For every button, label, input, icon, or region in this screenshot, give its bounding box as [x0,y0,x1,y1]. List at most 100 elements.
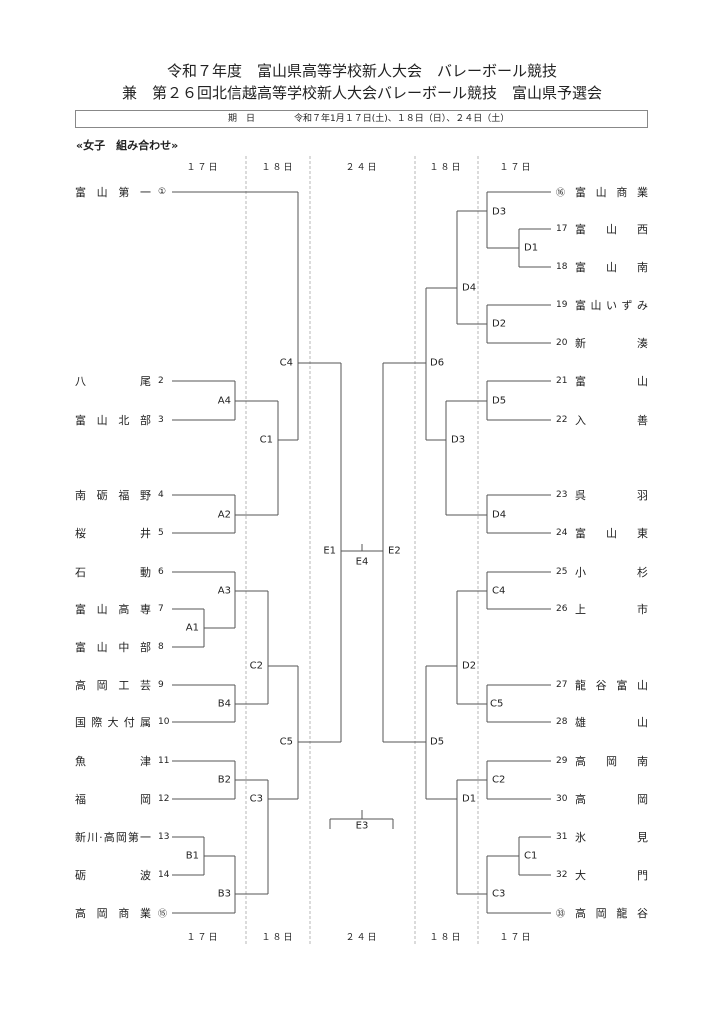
seed-number: 11 [158,756,170,766]
seed-number: 2 [158,376,164,386]
team-name: 富山北部 [75,414,151,427]
team-name: 国際大付属 [75,716,151,729]
day-header-top: １８日 [429,163,463,173]
seed-number: ⑯ [556,188,566,199]
team-name: 石 動 [75,566,151,579]
match-label: A3 [217,585,231,597]
seed-number: 31 [556,832,568,842]
match-label: B4 [217,698,231,710]
seed-number: 6 [158,567,164,577]
match-label: D1 [462,793,477,805]
day-header-top: １８日 [261,163,295,173]
team-name: 南砺福野 [75,489,151,502]
title-line-1: 令和７年度 富山県高等学校新人大会 バレーボール競技 [166,62,557,80]
team-name: 新 湊 [575,337,648,350]
day-header-bottom: １７日 [499,933,533,943]
match-label: C5 [279,736,293,748]
seed-number: 14 [158,870,170,880]
match-label: C1 [259,434,273,446]
team-name: 呉 羽 [575,489,648,502]
team-name: 新川·高岡第一 [75,831,151,844]
team-name: 砺 波 [75,869,151,882]
match-label: D2 [462,660,477,672]
seed-number: ① [158,187,167,197]
seed-number: 8 [158,642,164,652]
seed-number: 25 [556,567,568,577]
seed-number: 24 [556,528,568,538]
match-label: A2 [217,509,231,521]
team-name: 小 杉 [575,566,648,579]
seed-number: 7 [158,604,164,614]
match-label: E2 [388,545,401,557]
match-label: C1 [524,850,538,862]
match-label: B1 [185,850,199,862]
team-name: 桜 井 [75,527,151,540]
team-name: 富山いずみ [575,299,648,312]
match-label: D5 [430,736,445,748]
day-header-bottom: ２４日 [345,933,379,943]
seed-number: 27 [556,680,568,690]
match-label: D6 [430,357,445,369]
seed-number: 10 [158,717,170,727]
team-name: 高岡南 [575,755,648,768]
match-label-e4: E4 [355,556,369,568]
team-name: 富山高専 [75,603,151,616]
match-label: D4 [462,282,477,294]
seed-number: ㉝ [556,909,566,920]
date-label: 期 日 [228,114,256,124]
team-name: 福 岡 [75,793,151,806]
seed-number: 29 [556,756,568,766]
match-label: D4 [492,509,507,521]
team-name: 大 門 [575,869,648,882]
seed-number: 5 [158,528,164,538]
match-label: E1 [323,545,336,557]
team-name: 富山中部 [75,641,151,654]
seed-number: 22 [556,415,568,425]
day-header-top: ２４日 [345,163,379,173]
seed-number: 32 [556,870,568,880]
title-line-2: 兼 第２６回北信越高等学校新人大会バレーボール競技 富山県予選会 [121,84,602,102]
match-label: C4 [279,357,293,369]
seed-number: 3 [158,415,164,425]
day-header-top: １７日 [499,163,533,173]
seed-number: ⑮ [158,909,168,920]
match-label: A4 [217,395,231,407]
seed-number: 12 [158,794,170,804]
match-label: C3 [492,888,506,900]
day-header-bottom: １７日 [186,933,220,943]
seed-number: 9 [158,680,164,690]
seed-number: 28 [556,717,568,727]
team-name: 富山商業 [575,186,648,199]
match-label: D2 [492,318,507,330]
team-name: 雄 山 [575,716,648,729]
team-name: 富山南 [575,261,648,274]
team-name: 高岡商業 [75,907,151,920]
match-label: D1 [524,242,539,254]
match-label-e3: E3 [355,820,369,832]
match-label: C3 [249,793,263,805]
day-header-bottom: １８日 [261,933,295,943]
team-name: 氷 見 [575,831,648,844]
seed-number: 13 [158,832,170,842]
match-label: D3 [492,206,507,218]
team-name: 富山第一 [75,186,151,199]
match-label: D3 [451,434,466,446]
seed-number: 4 [158,490,164,500]
match-label: C5 [490,698,504,710]
match-label: C2 [492,774,506,786]
team-name: 富山東 [575,527,648,540]
seed-number: 17 [556,224,568,234]
seed-number: 30 [556,794,568,804]
team-name: 高岡工芸 [75,679,151,692]
team-name: 高岡龍谷 [575,907,648,920]
team-name: 八 尾 [75,375,151,388]
team-name: 上 市 [575,603,648,616]
match-label: C2 [249,660,263,672]
match-label: C4 [492,585,506,597]
team-name: 富山西 [575,223,648,236]
seed-number: 26 [556,604,568,614]
date-box: 期 日 令和７年1月１７日(土)、１８日（日）、２４日（土） [75,110,648,128]
seed-number: 21 [556,376,568,386]
match-label: B2 [217,774,231,786]
